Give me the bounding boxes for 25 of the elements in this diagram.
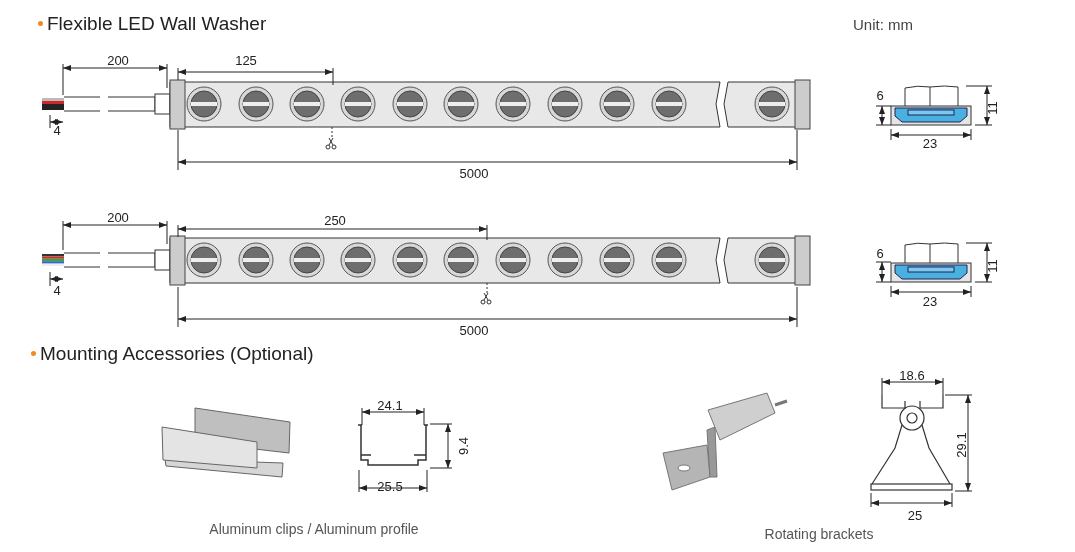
dimension-value: 11 — [985, 101, 999, 115]
dimension-value: 25.5 — [377, 479, 403, 493]
dimension-value: 29.1 — [954, 432, 968, 458]
dimension-value: 5000 — [459, 323, 489, 337]
dimension-value: 4 — [53, 283, 61, 297]
section-heading: Mounting Accessories (Optional) — [40, 343, 314, 363]
dimension-value: 250 — [324, 213, 346, 227]
dimension-value: 200 — [107, 53, 129, 67]
dimension-value: 9.4 — [456, 436, 470, 456]
dimension-value: 23 — [922, 136, 938, 150]
section-heading: Flexible LED Wall Washer — [47, 13, 267, 33]
dimension-value: 4 — [53, 123, 61, 137]
dimension-value: 11 — [985, 259, 999, 273]
caption: Rotating brackets — [764, 527, 874, 541]
dimension-value: 18.6 — [899, 368, 925, 382]
dimension-value: 6 — [876, 246, 884, 260]
dimension-value: 200 — [107, 210, 129, 224]
caption: Aluminum clips / Aluminum profile — [209, 522, 419, 536]
dimension-value: 23 — [922, 294, 938, 308]
dimension-value: 125 — [235, 53, 257, 67]
dimension-value: 25 — [907, 508, 923, 522]
dimension-value: 24.1 — [377, 398, 403, 412]
dimension-value: 6 — [876, 88, 884, 102]
unit-note: Unit: mm — [853, 16, 913, 32]
dimension-value: 5000 — [459, 166, 489, 180]
